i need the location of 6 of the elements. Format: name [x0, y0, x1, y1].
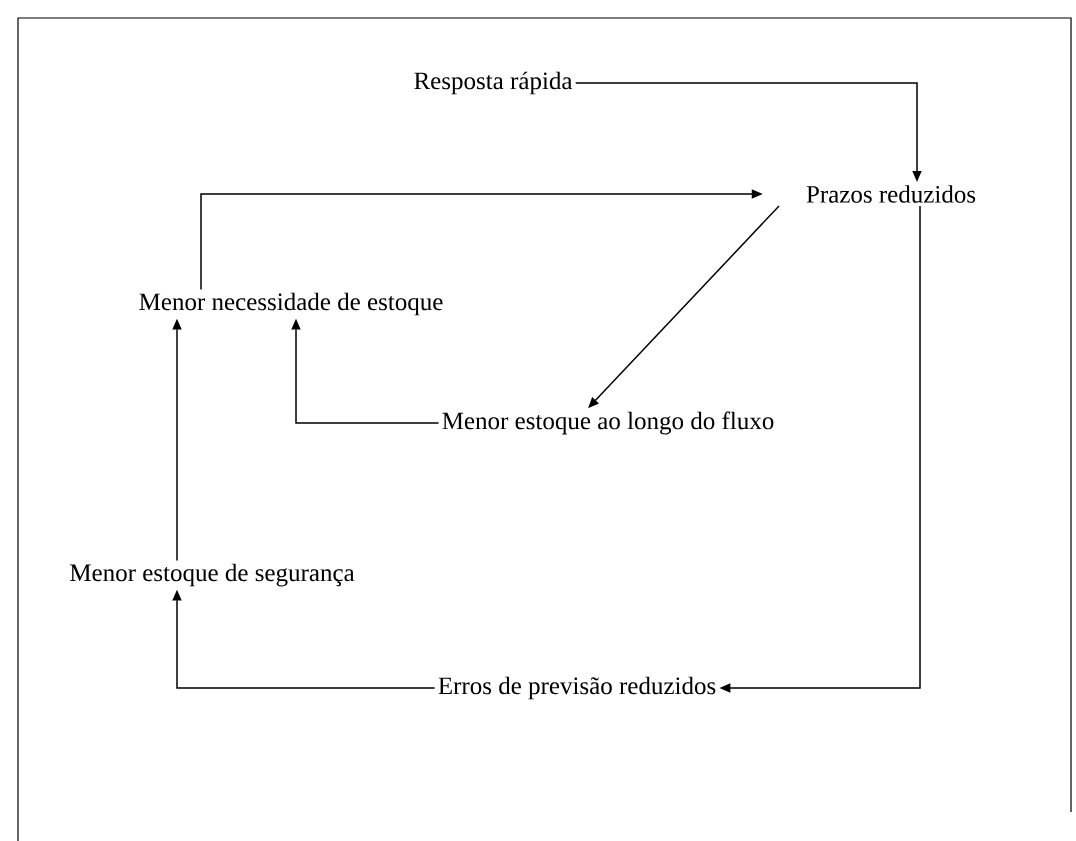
node-text: Resposta rápida [414, 71, 573, 95]
node-text: Menor estoque de segurança [70, 563, 355, 587]
node-text: Erros de previsão reduzidos [438, 676, 716, 700]
node-text: Menor necessidade de estoque [139, 292, 443, 316]
node-text: Prazos reduzidos [806, 185, 976, 203]
node-text: Menor estoque ao longo do fluxo [442, 411, 774, 435]
